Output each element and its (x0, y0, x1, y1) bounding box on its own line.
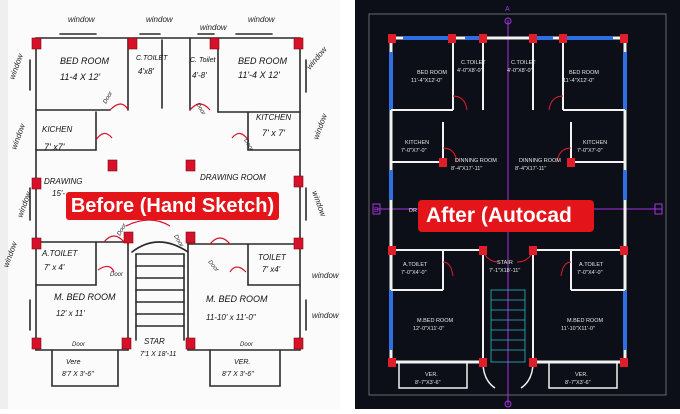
room-name: A.TOILET (41, 249, 79, 258)
room-size: 15'- (52, 189, 65, 198)
room-size: 7' x7' (44, 142, 65, 152)
door-label: Door (194, 102, 206, 117)
room-name: C.TOILET (136, 55, 168, 62)
room-name: VER. (425, 372, 438, 378)
room-size: 7'-0"X4'-0" (401, 270, 427, 276)
room-size: 8'7 X 3'-6" (222, 371, 254, 378)
window-label: window (9, 121, 27, 150)
room-size: 7' x4' (262, 265, 281, 274)
room-size: 12' x 11' (56, 309, 85, 318)
after-banner: After (Autocad (418, 200, 594, 232)
hand-sketch-drawing: window window window window window windo… (0, 0, 340, 409)
room-name: M.BED ROOM (567, 318, 603, 324)
window-label: window (311, 111, 329, 140)
window-label: window (248, 15, 276, 24)
room-name: DRAWING (44, 177, 83, 186)
room-size: 8'7 X 3'-6" (62, 371, 94, 378)
room-size: 11-4 X 12' (60, 72, 100, 82)
room-size: 11'-10"X11'-0" (561, 326, 595, 332)
room-name: BED ROOM (569, 70, 599, 76)
door-label: Door (206, 259, 220, 274)
window-label: window (312, 311, 340, 320)
door-label: Door (172, 234, 184, 249)
window-label: window (68, 15, 96, 24)
room-size: 7' x 7' (262, 128, 285, 138)
room-name: KICHEN (42, 125, 72, 134)
room-size: 4'-8' (192, 71, 207, 80)
door-label: Door (240, 342, 254, 348)
room-name: KITCHEN (583, 140, 607, 146)
dr-label: DR (409, 208, 417, 214)
before-banner: Before (Hand Sketch) (66, 192, 279, 220)
room-name: BED ROOM (60, 56, 110, 66)
door-label: Door (242, 138, 254, 153)
room-size: 4'-0"X8'-0" (507, 68, 533, 74)
room-name: A.TOILET (579, 262, 604, 268)
door-label: Door (72, 342, 86, 348)
room-name: C.TOILET (511, 60, 536, 66)
room-size: 8'-7"X3'-6" (565, 380, 591, 386)
room-size: 7'-0"X7'-0" (577, 148, 603, 154)
room-name: KITCHEN (405, 140, 429, 146)
room-name: C. Toilet (190, 57, 216, 64)
room-name: M. BED ROOM (206, 294, 268, 304)
room-size: 7'1 X 18'-11 (140, 351, 177, 358)
room-name: C.TOILET (461, 60, 486, 66)
window-label: window (200, 23, 228, 32)
room-name: VER. (234, 359, 250, 366)
window-label: window (312, 271, 340, 280)
room-name: M.BED ROOM (417, 318, 453, 324)
door-label: Door (103, 90, 115, 105)
room-size: 7'-0"X4'-0" (577, 270, 603, 276)
window-label: window (7, 51, 25, 80)
autocad-drawing: A B (368, 6, 667, 408)
grid-label-top: A (505, 6, 510, 13)
room-size: 4'-0"X8'-0" (457, 68, 483, 74)
room-size: 12'-0"X11'-0" (413, 326, 444, 332)
room-name: DRAWING ROOM (200, 173, 266, 182)
room-name: Vere (66, 359, 81, 366)
room-size: 8'-4"X17'-11" (451, 166, 482, 172)
window-label: window (310, 190, 328, 219)
room-name: A.TOILET (403, 262, 428, 268)
room-size: 4'x8' (138, 67, 154, 76)
room-name: VER. (575, 372, 588, 378)
room-name: DINNING ROOM (455, 158, 497, 164)
room-name: STAR (144, 337, 165, 346)
room-name: BED ROOM (417, 70, 447, 76)
hand-sketch-panel: window window window window window windo… (0, 0, 340, 409)
window-label: window (305, 44, 330, 71)
door-label: Door (110, 272, 124, 278)
room-size: 7' x 4' (44, 263, 65, 272)
room-size: 11'-4"X12'-0" (411, 78, 442, 84)
room-size: 7'-1"X18'-11" (489, 268, 520, 274)
room-size: 8'-7"X3'-6" (415, 380, 441, 386)
room-name: TOILET (258, 253, 287, 262)
room-size: 8'-4"X17'-11" (515, 166, 546, 172)
room-name: BED ROOM (238, 56, 288, 66)
room-size: 11'-4 X 12' (238, 70, 280, 80)
window-label: window (146, 15, 174, 24)
room-size: 7'-0"X7'-0" (401, 148, 427, 154)
room-size: 11'-4"X12'-0" (563, 78, 594, 84)
room-name: M. BED ROOM (54, 292, 116, 302)
grid-label-left: B (374, 207, 379, 214)
room-name: STAIR (497, 260, 513, 266)
room-name: KITCHEN (256, 113, 291, 122)
room-name: DINNING ROOM (519, 158, 561, 164)
room-size: 11-10' x 11'-0" (206, 313, 257, 322)
